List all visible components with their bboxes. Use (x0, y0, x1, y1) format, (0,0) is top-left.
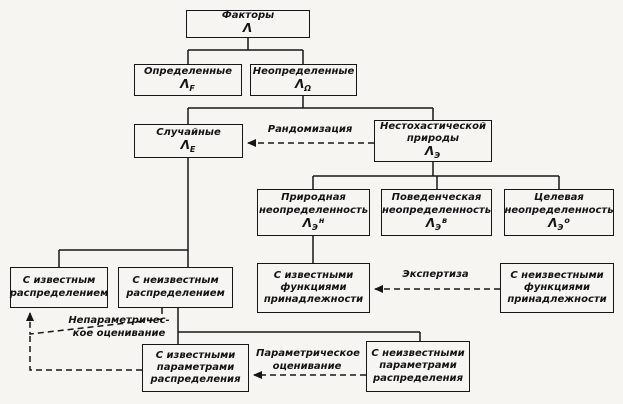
box-known-membership-functions: С известными функциями принадлежности (257, 263, 370, 313)
box-natural-uncertainty-line: неопределенность (258, 204, 369, 216)
box-natural-uncertainty-symbol: ΛЭн (302, 215, 325, 232)
expertise-label: Экспертиза (388, 268, 483, 281)
box-known-membership-line: С известными (273, 269, 354, 281)
box-unknown-parameters-line: распределения (373, 372, 463, 384)
box-random: Случайные ΛE (134, 124, 243, 158)
box-factors-symbol: Λ (242, 21, 253, 36)
box-known-parameters-line: С известными (155, 349, 236, 361)
box-factors: Факторы Λ (186, 10, 310, 38)
box-unknown-distribution: С неизвестным распределением (118, 267, 233, 308)
box-known-parameters-line: распределения (150, 374, 241, 386)
box-undetermined: Неопределенные ΛΩ (250, 64, 357, 96)
parametric-estimation-label: Параметрическое оценивание (256, 347, 360, 373)
box-known-parameters-line: параметрами (156, 361, 235, 373)
known-params-return-path (29, 334, 142, 371)
box-unknown-distribution-line: распределением (126, 287, 225, 299)
box-determined-line: Определенные (144, 66, 232, 77)
box-known-distribution-line: распределением (9, 287, 109, 299)
nonparametric-estimation-label: Непараметричес- кое оценивание (60, 314, 178, 340)
box-known-distribution-line: С известным (22, 275, 96, 287)
box-natural-uncertainty: Природная неопределенность ΛЭн (257, 189, 370, 236)
nonparametric-label-line: кое оценивание (72, 328, 166, 339)
box-random-line: Случайные (156, 127, 221, 138)
expertise-label-line: Экспертиза (402, 269, 469, 280)
box-unknown-parameters-line: С неизвестными (371, 348, 465, 360)
box-target-uncertainty-line: Целевая (534, 192, 584, 204)
box-behavioral-uncertainty-line: неопределенность (381, 204, 492, 216)
box-unknown-membership-line: С неизвестными (510, 269, 604, 281)
box-undetermined-line: Неопределенные (252, 66, 355, 77)
parametric-label-line: оценивание (272, 361, 342, 372)
randomization-label: Рандомизация (255, 123, 365, 136)
box-target-uncertainty-symbol: ΛЭо (548, 215, 570, 232)
box-behavioral-uncertainty-line: Поведенческая (391, 192, 482, 204)
box-unknown-parameters: С неизвестными параметрами распределения (366, 341, 470, 392)
box-target-uncertainty: Целевая неопределенность ΛЭо (504, 189, 614, 236)
nonparametric-estimation-arrow (26, 308, 163, 335)
box-natural-uncertainty-line: Природная (281, 192, 346, 204)
box-unknown-membership-line: принадлежности (507, 294, 607, 306)
box-random-symbol: ΛE (180, 138, 196, 155)
box-determined: Определенные ΛF (134, 64, 242, 96)
parametric-label-line: Параметрическое (256, 348, 360, 359)
box-determined-symbol: ΛF (180, 77, 195, 94)
nonparametric-label-line: Непараметричес- (68, 315, 170, 326)
box-nonstochastic: Нестохастической природы ΛЭ (374, 120, 492, 162)
box-behavioral-uncertainty: Поведенческая неопределенность ΛЭв (381, 189, 492, 236)
box-behavioral-uncertainty-symbol: ΛЭв (425, 215, 448, 232)
box-nonstochastic-line: природы (406, 133, 460, 145)
box-unknown-membership-line: функциями (523, 281, 591, 293)
box-unknown-distribution-line: С неизвестным (132, 275, 219, 287)
box-target-uncertainty-line: неопределенность (504, 204, 614, 216)
randomization-label-line: Рандомизация (267, 124, 353, 135)
tree-lines (58, 38, 560, 344)
box-known-parameters: С известными параметрами распределения (142, 344, 249, 392)
box-unknown-membership-functions: С неизвестными функциями принадлежности (500, 263, 614, 313)
box-known-membership-line: функциями (280, 281, 347, 293)
box-known-distribution: С известным распределением (10, 267, 108, 308)
box-factors-line: Факторы (221, 10, 275, 22)
box-undetermined-symbol: ΛΩ (294, 77, 312, 94)
box-known-membership-line: принадлежности (263, 294, 364, 306)
box-nonstochastic-line: Нестохастической (380, 120, 486, 132)
box-unknown-parameters-line: параметрами (379, 360, 457, 372)
box-nonstochastic-symbol: ΛЭ (424, 144, 441, 161)
